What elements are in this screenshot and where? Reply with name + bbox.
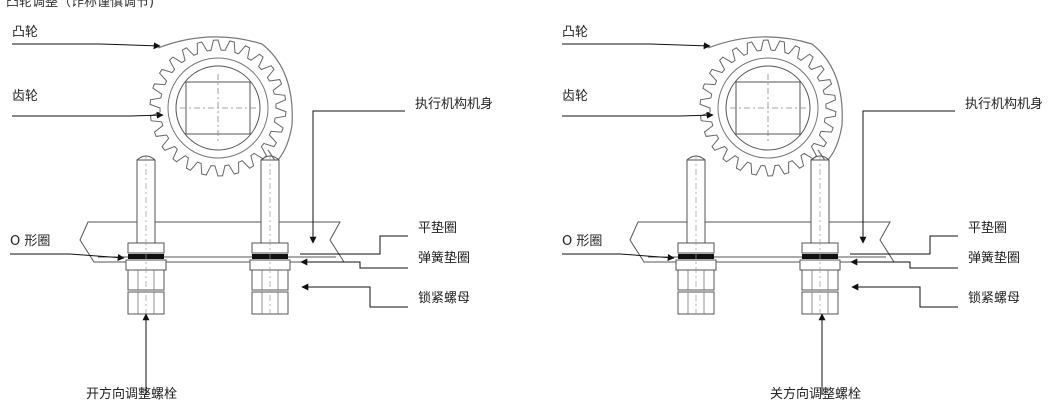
gear-hub-inner [725,65,811,151]
gear-hub-inner [175,65,261,151]
label-adjust-bolt: 开方向调整螺栓 [86,386,177,402]
right-bolt-assembly [249,155,291,318]
label-o-ring: O 形圈 [562,234,602,249]
mechanism-drawing [79,36,345,318]
label-actuator-body: 执行机构机身 [415,96,493,112]
label-actuator-body: 执行机构机身 [965,96,1043,112]
leader-lines [562,42,958,395]
cam-outline [157,36,293,163]
label-spring-washer: 弹簧垫圈 [968,250,1020,266]
diagram-close-direction: 凸轮 齿轮 执行机构机身 O 形圈 平垫圈 弹簧垫圈 锁紧螺母 关方向调整螺栓 [562,25,1043,402]
left-bolt-assembly [125,155,167,318]
label-lock-nut: 锁紧螺母 [968,290,1020,306]
actuator-body-plate [79,221,345,263]
label-cam: 凸轮 [12,25,38,40]
label-o-ring: O 形圈 [10,234,50,249]
label-gear: 齿轮 [12,89,38,104]
label-adjust-bolt: 关方向调整螺栓 [770,386,861,402]
gear-hub-outer [717,57,819,159]
label-spring-washer: 弹簧垫圈 [418,250,470,266]
gear-hub-outer [167,57,269,159]
leader-lines [10,42,408,395]
label-cam: 凸轮 [562,25,588,40]
label-flat-washer: 平垫圈 [968,220,1007,236]
diagram-open-direction: 凸轮 齿轮 执行机构机身 O 形圈 平垫圈 弹簧垫圈 锁紧螺母 开方向调整螺栓 [10,25,493,402]
label-gear: 齿轮 [562,89,588,104]
cam-outline [707,36,843,163]
gear-teeth [149,39,287,177]
left-bolt-assembly [675,155,717,318]
header-partial-text: 凸轮调整（诈称谨慎调节) [6,0,155,10]
actuator-body-plate [629,221,895,263]
right-bolt-assembly [799,155,841,318]
gear-teeth [699,39,837,177]
mechanism-drawing [629,36,895,318]
label-lock-nut: 锁紧螺母 [418,290,470,306]
label-flat-washer: 平垫圈 [418,220,457,236]
